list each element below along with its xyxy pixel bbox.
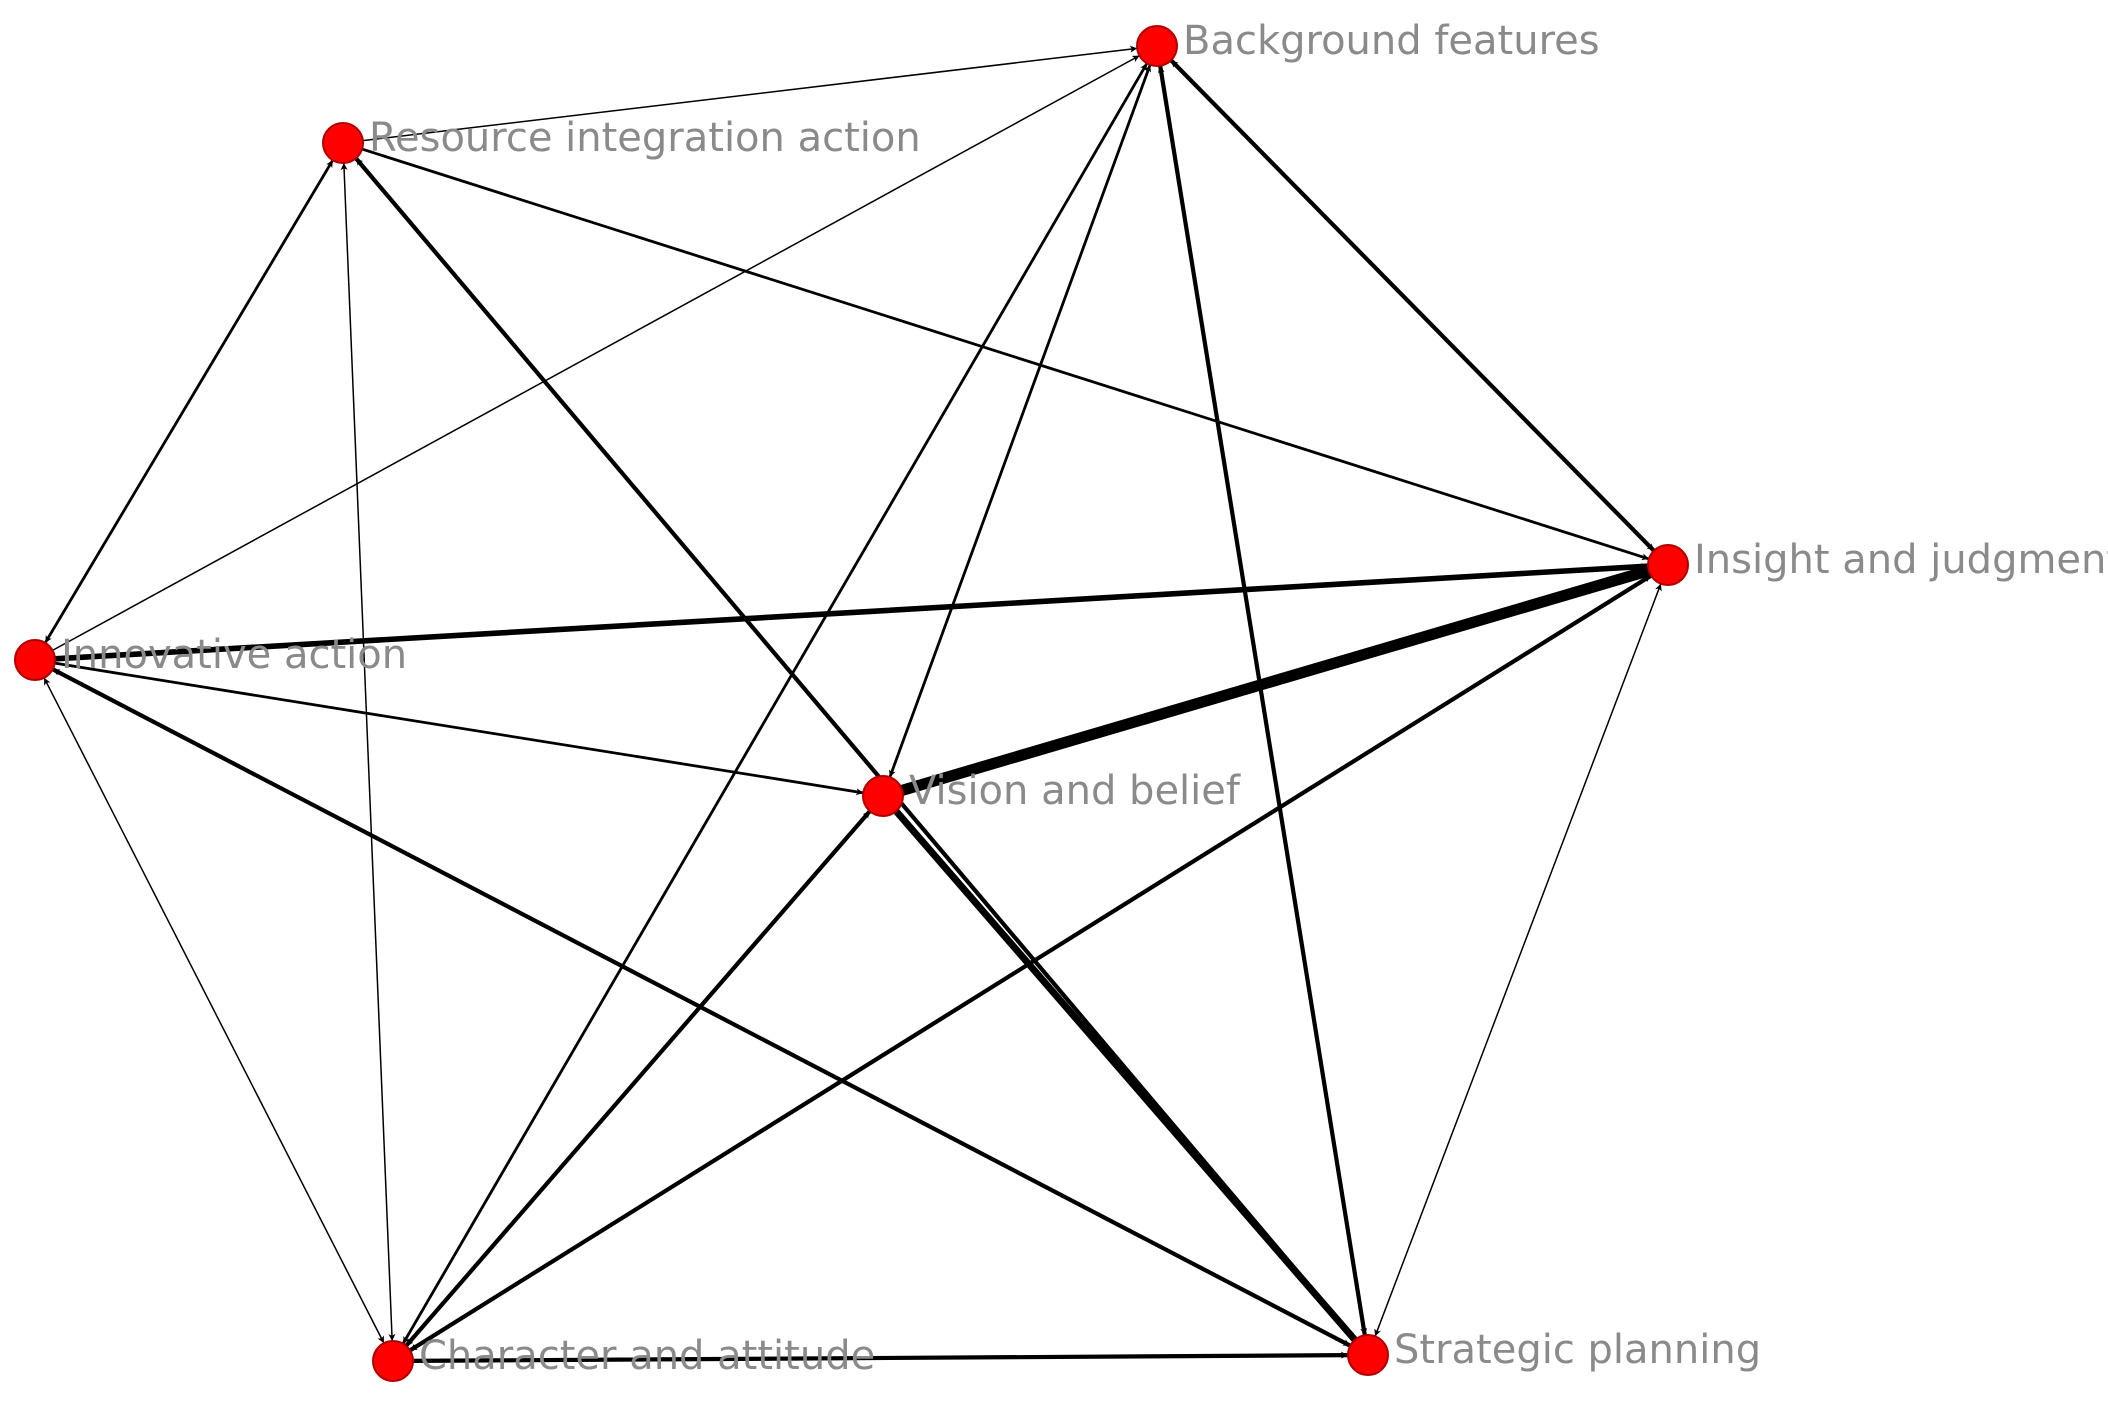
edge-ia-to-ri — [43, 158, 335, 645]
node-ca: Character and attitude — [372, 1333, 875, 1382]
edge-ca-to-sp — [410, 1351, 1351, 1363]
node-ij: Insight and judgment — [1647, 537, 2108, 586]
node-label: Background features — [1183, 18, 1600, 64]
node-dot — [1347, 1334, 1389, 1376]
edge-ri-to-ij — [360, 147, 1651, 561]
edge-vb-to-sp — [892, 807, 1359, 1344]
node-sp: Strategic planning — [1347, 1327, 1761, 1376]
node-ri: Resource integration action — [322, 115, 921, 164]
edges-layer — [43, 45, 1662, 1363]
node-dot — [372, 1340, 414, 1382]
node-dot — [862, 775, 904, 817]
edge-ri-to-ca — [340, 162, 396, 1342]
node-ia: Innovative action — [14, 632, 407, 681]
edge-ia-to-vb — [53, 661, 865, 796]
node-bg: Background features — [1136, 18, 1600, 67]
node-label: Insight and judgment — [1694, 537, 2108, 583]
node-label: Character and attitude — [419, 1333, 875, 1379]
node-dot — [1136, 25, 1178, 67]
node-label: Resource integration action — [369, 115, 921, 161]
node-label: Innovative action — [61, 632, 407, 678]
edge-bg-to-ij — [1168, 58, 1657, 553]
node-dot — [322, 122, 364, 164]
edge-sp-to-ij — [1374, 582, 1662, 1338]
edge-ca-to-ij — [407, 573, 1654, 1353]
node-dot — [1647, 544, 1689, 586]
node-dot — [14, 639, 56, 681]
node-label: Vision and belief — [909, 768, 1241, 814]
node-vb: Vision and belief — [862, 768, 1241, 817]
edge-ia-to-ca — [43, 677, 385, 1344]
node-label: Strategic planning — [1394, 1327, 1761, 1373]
